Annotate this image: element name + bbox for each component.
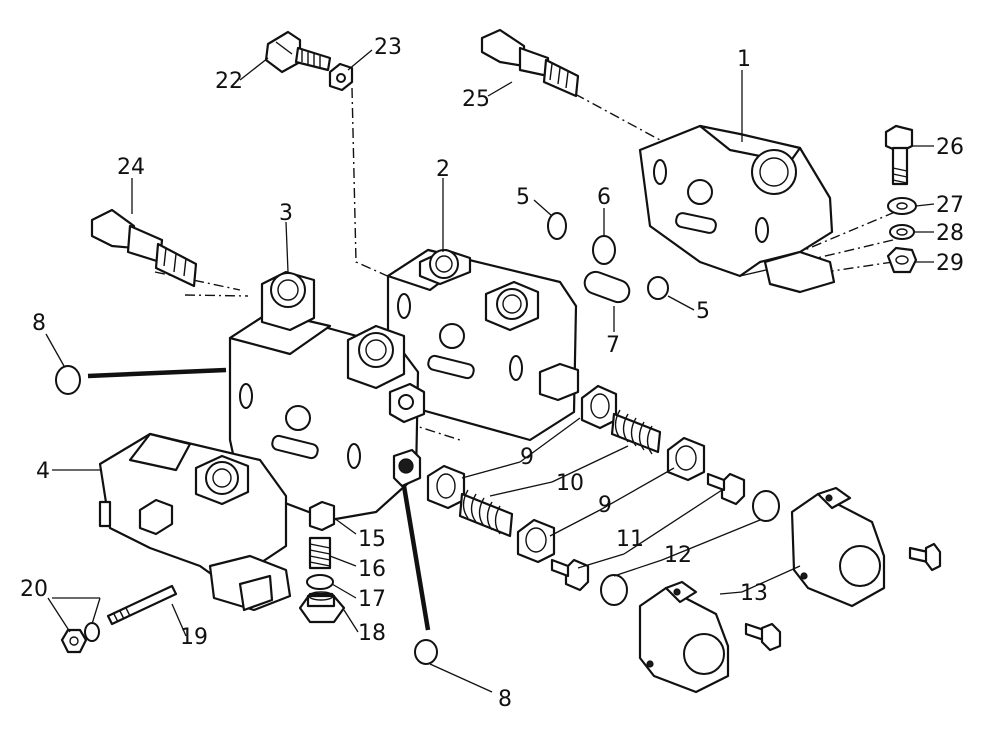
part-10-spring-lower [458,489,514,538]
part-12-o-ring-lower [600,574,628,606]
part-9-spring-cap-lower-left [426,464,466,510]
leader-lines [45,49,935,693]
part-20-nut [60,628,88,654]
part-9-spring-cap-upper-right [666,436,706,482]
part-18-plug [298,591,346,624]
part-2-valve-section [386,248,580,442]
part-13-screw-upper [908,542,942,572]
part-8-o-ring-bottom [401,485,438,665]
part-15-check-poppet [308,500,336,532]
callout-8-bottom: 8 [498,687,512,712]
part-22-adjuster-screw [264,30,332,74]
part-12-o-ring-upper [752,490,780,522]
part-23-nut [328,62,354,92]
callout-5-upper: 5 [516,185,530,210]
part-24-relief-cartridge [90,208,198,288]
callout-26: 26 [936,135,964,160]
part-8-o-ring-left [55,365,227,395]
callout-12: 12 [664,543,692,568]
callout-27: 27 [936,193,964,218]
callout-labels: 1 2 3 4 5 5 6 7 8 8 9 9 10 11 12 13 15 1… [20,35,964,712]
callout-3: 3 [279,201,293,226]
callout-9-upper: 9 [520,445,534,470]
callout-13: 13 [740,581,768,606]
part-9-spring-cap-lower-right [516,518,556,564]
callout-2: 2 [436,157,450,182]
callout-17: 17 [358,587,386,612]
callout-29: 29 [936,251,964,276]
callout-4: 4 [36,459,50,484]
callout-28: 28 [936,221,964,246]
part-7-seal [583,270,631,304]
part-13-end-cap-lower [638,580,730,694]
callout-5-lower: 5 [696,299,710,324]
callout-23: 23 [374,35,402,60]
part-16-spring [308,536,332,570]
callout-9-lower: 9 [598,493,612,518]
part-17-o-ring [306,574,334,590]
part-3-valve-section [228,270,426,522]
part-20-washer [84,622,100,642]
part-27-washer [887,197,917,215]
part-5-o-ring-lower [647,276,669,300]
callout-6: 6 [597,185,611,210]
part-11-screw-lower [550,558,590,592]
part-11-screw-upper [706,472,746,506]
callout-15: 15 [358,527,386,552]
part-6-o-ring [592,235,616,265]
callout-11: 11 [616,527,644,552]
part-25-relief-cartridge [480,28,580,98]
callout-19: 19 [180,625,208,650]
part-28-lock-washer [889,224,915,240]
part-29-nut [886,246,918,274]
part-26-bolt [884,124,914,186]
callout-22: 22 [215,69,243,94]
part-9-spring-cap-upper-left [580,384,618,430]
part-10-spring-upper [610,409,662,455]
part-13-screw-lower [744,622,782,652]
callout-25: 25 [462,87,490,112]
callout-18: 18 [358,621,386,646]
callout-16: 16 [358,557,386,582]
callout-10: 10 [556,471,584,496]
callout-8-left: 8 [32,311,46,336]
callout-20: 20 [20,577,48,602]
part-1-inlet-cover [638,124,836,294]
callout-24: 24 [117,155,145,180]
callout-1: 1 [737,47,751,72]
part-19-tie-rod [106,584,178,626]
part-4-outlet-cover [98,432,292,612]
part-5-o-ring-upper [547,212,567,240]
part-13-end-cap-upper [790,486,886,608]
callout-7: 7 [606,333,620,358]
